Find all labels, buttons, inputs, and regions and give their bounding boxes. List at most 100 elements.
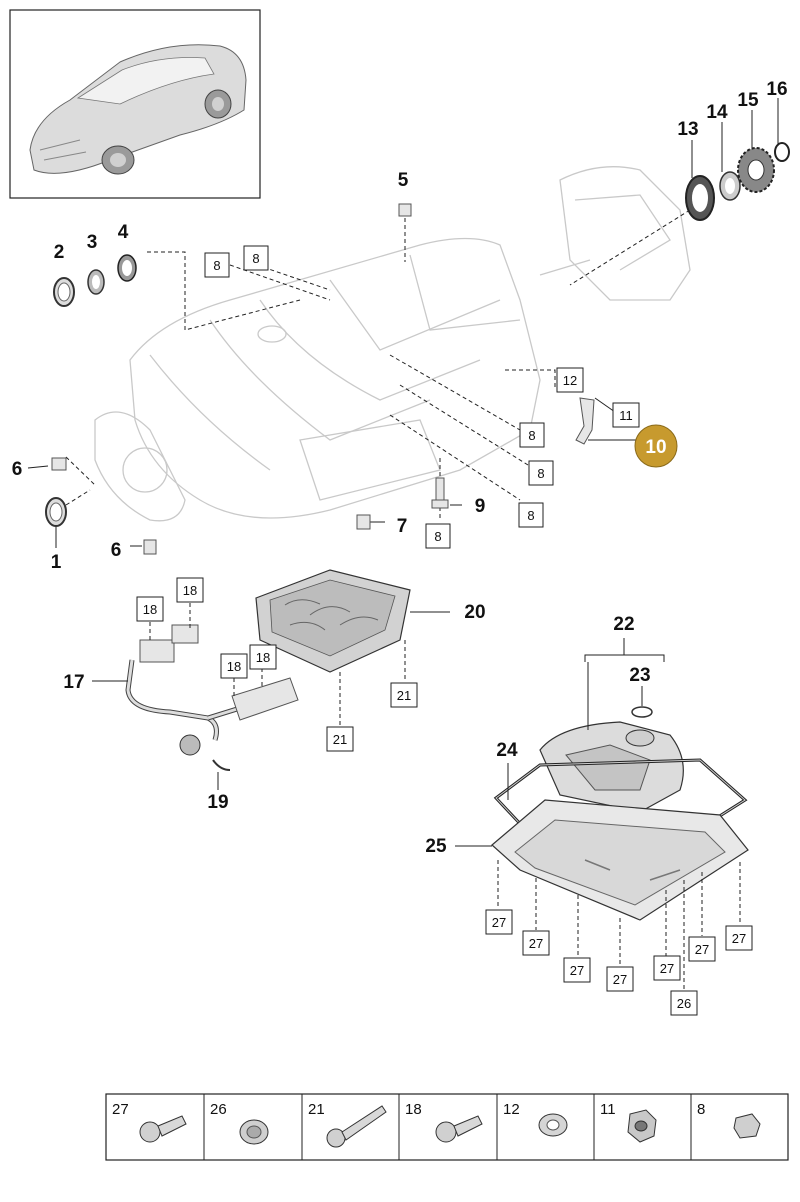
car-thumbnail	[9, 9, 261, 199]
part-4-ring	[117, 254, 137, 282]
box-27a: 27	[485, 909, 513, 935]
callout-25: 25	[425, 836, 447, 857]
box-27f: 27	[688, 936, 716, 962]
part-10-bracket	[575, 397, 595, 445]
svg-text:27: 27	[695, 942, 709, 957]
box-27c: 27	[563, 957, 591, 983]
callout-20: 20	[464, 602, 485, 623]
part-9-bolt	[431, 477, 449, 509]
box-27g: 27	[725, 925, 753, 951]
part-3-ring	[87, 269, 105, 295]
legend-label-11: 11	[600, 1101, 616, 1118]
box-27e: 27	[653, 955, 681, 981]
box-18a: 18	[136, 596, 164, 622]
callout-22: 22	[613, 614, 634, 635]
callout-16: 16	[766, 79, 787, 100]
plug-icon	[733, 1113, 761, 1139]
box-8f: 8	[425, 523, 451, 549]
washer-icon	[538, 1113, 568, 1137]
svg-text:27: 27	[570, 963, 584, 978]
svg-text:27: 27	[492, 915, 506, 930]
svg-text:18: 18	[143, 602, 157, 617]
part-25-oil-pan	[455, 799, 749, 921]
svg-text:27: 27	[660, 961, 674, 976]
callouts-lower: 17 19 20 22 23 24 25	[63, 602, 650, 857]
svg-text:18: 18	[183, 583, 197, 598]
callout-3: 3	[87, 232, 98, 253]
callout-14: 14	[706, 102, 728, 123]
legend-label-12: 12	[503, 1101, 520, 1118]
box-27d: 27	[606, 966, 634, 992]
legend-label-21: 21	[308, 1101, 325, 1118]
long-bolt-icon	[326, 1105, 387, 1148]
callout-24: 24	[496, 740, 518, 761]
box-8c: 8	[519, 422, 545, 448]
box-8a: 8	[204, 252, 230, 278]
legend-label-18: 18	[405, 1101, 422, 1118]
callout-4: 4	[118, 222, 129, 243]
legend-label-8: 8	[697, 1101, 705, 1118]
svg-text:27: 27	[613, 972, 627, 987]
svg-text:26: 26	[677, 996, 691, 1011]
box-8e: 8	[518, 502, 544, 528]
callouts-upper: 1 2 3 4 5 6 6 7 9 13 14 15 16	[12, 79, 788, 573]
callout-19: 19	[207, 792, 228, 813]
box-21b: 21	[326, 726, 354, 752]
car-thumbnail-icon	[29, 44, 247, 175]
svg-text:8: 8	[537, 466, 544, 481]
svg-text:8: 8	[213, 258, 220, 273]
box-27b: 27	[522, 930, 550, 956]
svg-text:27: 27	[529, 936, 543, 951]
svg-text:12: 12	[563, 373, 577, 388]
torx-bolt-icon	[435, 1115, 483, 1143]
legend-label-27: 27	[112, 1101, 129, 1118]
box-12: 12	[556, 367, 584, 393]
box-11: 11	[612, 402, 640, 428]
part-7-plug	[356, 514, 371, 530]
callout-17: 17	[63, 672, 84, 693]
box-8d: 8	[528, 460, 554, 486]
svg-text:18: 18	[227, 659, 241, 674]
svg-text:8: 8	[527, 508, 534, 523]
part-20-valve-body	[255, 569, 450, 726]
part-15-gear	[737, 147, 775, 193]
part-14-ring	[719, 171, 741, 201]
svg-text:21: 21	[333, 732, 347, 747]
part-23-oring	[631, 686, 653, 718]
callout-10-highlight[interactable]: 10	[634, 424, 678, 468]
part-22-filter	[539, 638, 684, 813]
svg-text:21: 21	[397, 688, 411, 703]
part-13-seal	[685, 175, 715, 221]
callout-6b: 6	[111, 540, 122, 561]
part-17-harness	[92, 603, 299, 790]
callout-1: 1	[51, 552, 62, 573]
torx-bolt-icon	[139, 1115, 187, 1143]
box-18b: 18	[176, 577, 204, 603]
oil-pan-leaders	[497, 860, 741, 990]
hex-nut-icon	[627, 1109, 657, 1143]
callout-10-label: 10	[645, 437, 666, 458]
box-21a: 21	[390, 682, 418, 708]
transmission-housing	[94, 166, 691, 522]
part-2-seal	[53, 277, 75, 307]
box-18d: 18	[249, 644, 277, 670]
box-18c: 18	[220, 653, 248, 679]
callout-2: 2	[54, 242, 65, 263]
svg-text:8: 8	[434, 529, 441, 544]
legend-label-26: 26	[210, 1101, 227, 1118]
part-16-clip	[774, 142, 790, 162]
svg-text:11: 11	[619, 408, 633, 423]
svg-text:8: 8	[252, 251, 259, 266]
part-1-seal	[45, 497, 67, 527]
svg-text:8: 8	[528, 428, 535, 443]
svg-text:27: 27	[732, 931, 746, 946]
callout-13: 13	[677, 119, 698, 140]
box-26: 26	[670, 990, 698, 1016]
callout-7: 7	[397, 516, 408, 537]
boxed-labels-lower: 18 18 18 18 21 21 27 27 27 27 27 27 27 2…	[136, 577, 753, 1016]
plug-icon	[239, 1119, 269, 1145]
part-5-plug	[398, 203, 412, 217]
box-8b: 8	[243, 245, 269, 271]
callout-6a: 6	[12, 459, 23, 480]
